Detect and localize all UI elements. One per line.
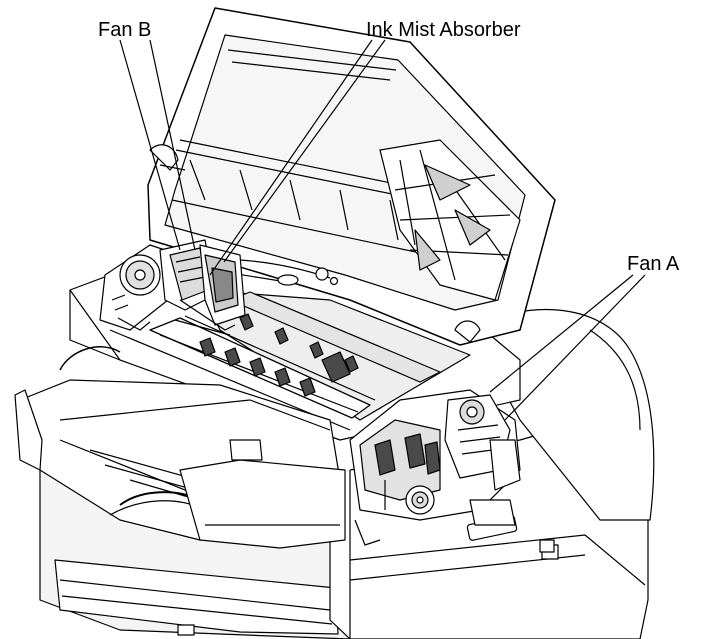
printer-lower-tray: [54, 559, 339, 635]
cover-window-frame: [379, 139, 521, 301]
front-paper-tray: [179, 459, 346, 549]
ink-mist-absorber-leader-2: [223, 39, 386, 263]
fan-b-leader-1: [119, 39, 181, 251]
fan-a-label: Fan A: [627, 253, 680, 275]
ink-mist-absorber-label: Ink Mist Absorber: [366, 19, 521, 41]
fan-b-leader-2: [149, 39, 196, 251]
fan-b: [159, 239, 216, 311]
fan-b-label: Fan B: [98, 19, 152, 41]
fan-a-leader-2: [504, 274, 646, 421]
fan-a-leader-1: [489, 274, 634, 393]
ink-mist-absorber-leader-1: [209, 39, 373, 276]
